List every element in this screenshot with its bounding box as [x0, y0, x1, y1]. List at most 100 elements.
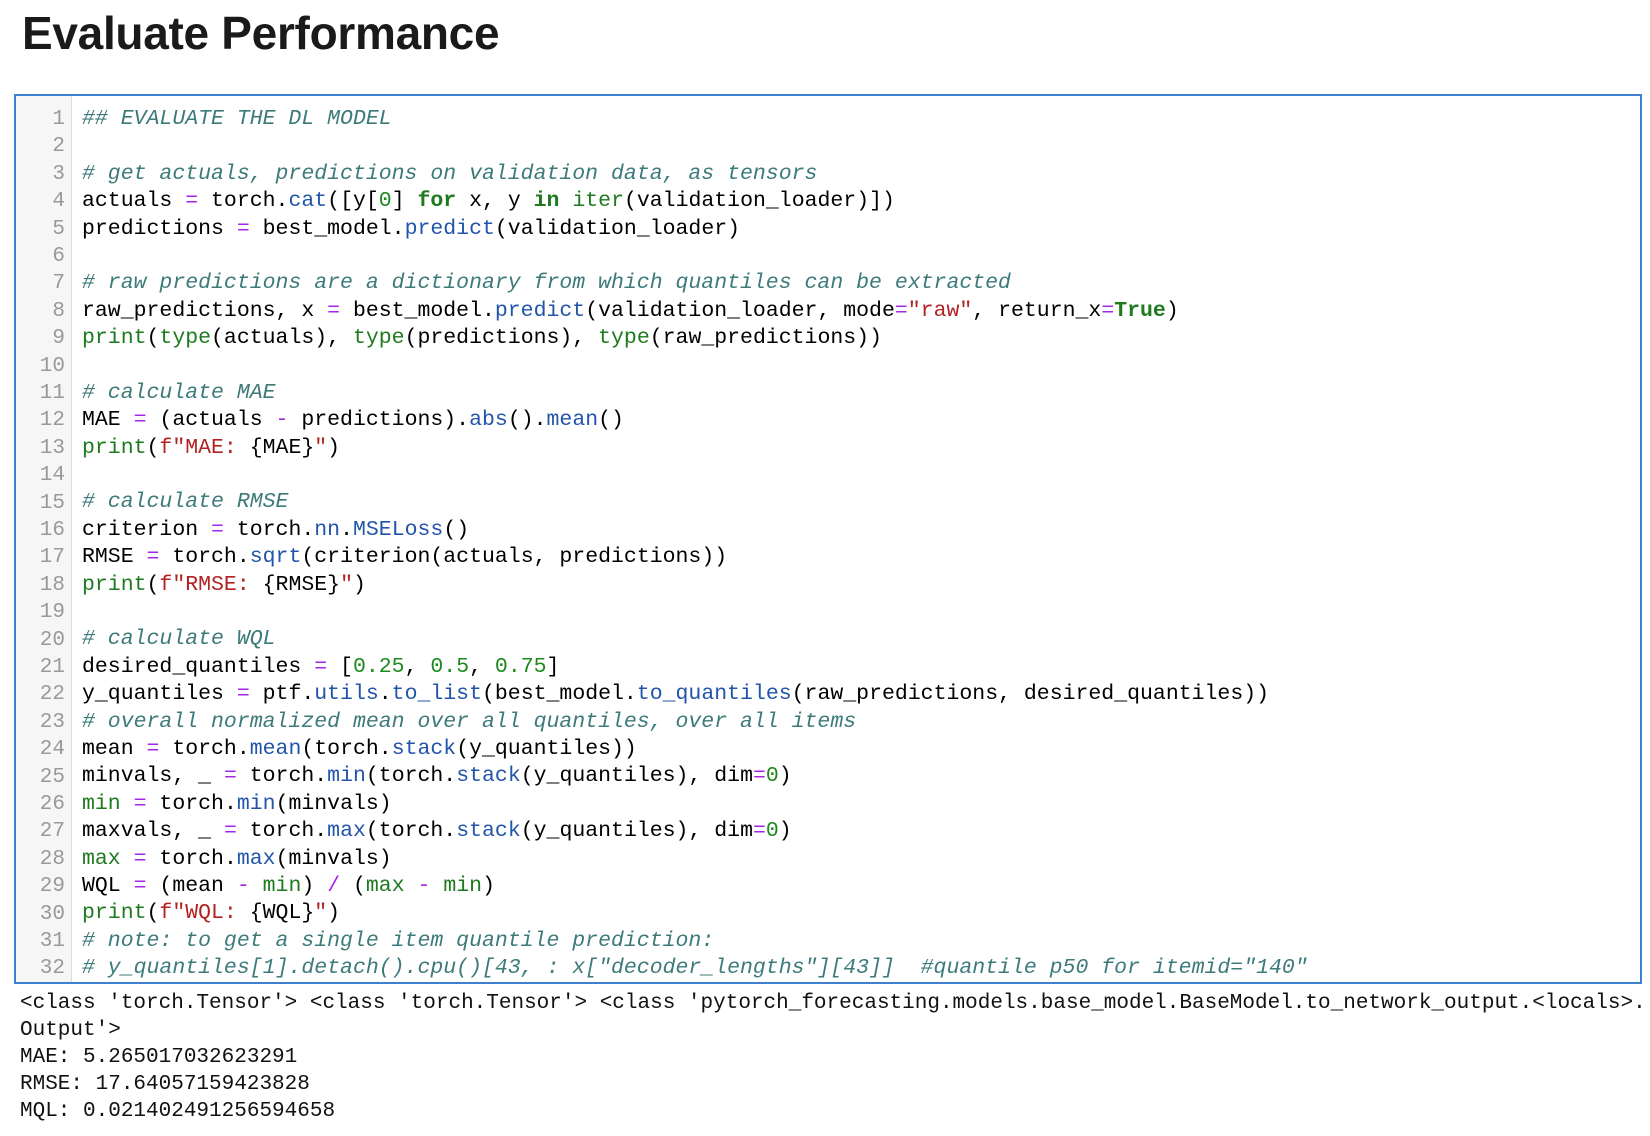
code-token: desired_quantiles: [82, 654, 315, 679]
code-token: min: [236, 791, 276, 816]
code-token: (raw_predictions, desired_quantiles)): [791, 682, 1270, 707]
code-token: ): [327, 901, 341, 926]
code-line: # calculate RMSE: [82, 489, 1630, 516]
code-line: min = torch.min(minvals): [82, 791, 1630, 818]
code-token: (best_model.: [482, 682, 637, 707]
code-token: -: [417, 873, 431, 898]
line-number: 8: [52, 299, 65, 323]
code-line: y_quantiles = ptf.utils.to_list(best_mod…: [82, 681, 1630, 708]
code-token: MAE: [82, 408, 134, 433]
code-token: # get actuals, predictions on validation…: [82, 161, 818, 186]
code-token: stack: [456, 764, 521, 789]
code-line: print(f"MAE: {MAE}"): [82, 435, 1630, 462]
cell-output: <class 'torch.Tensor'> <class 'torch.Ten…: [20, 990, 1646, 1125]
code-token: {WQL}: [249, 901, 315, 926]
code-token: criterion: [82, 517, 212, 542]
code-token: ## EVALUATE THE DL MODEL: [82, 107, 392, 131]
code-token: min: [327, 764, 366, 789]
code-line: # overall normalized mean over all quant…: [82, 709, 1630, 736]
code-line: # note: to get a single item quantile pr…: [82, 928, 1630, 955]
code-token: 0.75: [494, 654, 547, 679]
line-number: 9: [52, 327, 65, 351]
code-token: -: [236, 873, 250, 898]
code-token: ]: [546, 654, 560, 679]
code-token: stack: [391, 736, 457, 761]
code-token: best_model.: [249, 216, 405, 241]
code-line: WQL = (mean - min) / (max - min): [82, 873, 1630, 900]
code-token: ): [778, 764, 792, 789]
code-editor[interactable]: ## EVALUATE THE DL MODEL # get actuals, …: [82, 106, 1630, 983]
code-token: [121, 847, 134, 871]
line-number: 4: [52, 190, 65, 214]
code-token: (: [340, 873, 366, 898]
output-line: Output'>: [20, 1019, 121, 1042]
code-token: mean: [249, 736, 302, 761]
code-token: , return_x: [972, 298, 1102, 323]
line-number: 6: [52, 245, 65, 268]
code-token: {RMSE}: [262, 572, 341, 597]
code-line: # calculate WQL: [82, 626, 1630, 653]
code-token: ): [778, 819, 792, 844]
line-number: 32: [39, 957, 65, 981]
code-line: mean = torch.mean(torch.stack(y_quantile…: [82, 736, 1630, 763]
code-line: max = torch.max(minvals): [82, 846, 1630, 873]
line-number: 29: [39, 875, 65, 899]
code-token: (y_quantiles), dim: [520, 819, 753, 844]
line-number: 21: [39, 656, 65, 679]
code-token: [121, 792, 134, 816]
code-token: =: [236, 216, 250, 241]
code-token: =: [223, 819, 237, 844]
code-token: (raw_predictions)): [649, 326, 882, 351]
code-token: ,: [469, 654, 495, 679]
line-number: 11: [39, 382, 65, 405]
code-token: f"RMSE:: [159, 572, 263, 597]
code-token: (actuals),: [211, 326, 353, 351]
line-number: 15: [39, 491, 65, 515]
line-number: 2: [52, 135, 65, 159]
code-token: [250, 874, 263, 898]
code-token: =: [1101, 298, 1115, 323]
code-token: =: [236, 682, 250, 707]
code-token: max: [327, 819, 366, 844]
code-token: ().: [507, 408, 547, 433]
code-token: (): [598, 408, 624, 433]
code-token: /: [327, 873, 341, 898]
code-token: .: [378, 682, 392, 707]
code-token: # calculate MAE: [82, 380, 276, 405]
code-token: # y_quantiles[1].detach().cpu()[43, : x[…: [82, 956, 1308, 981]
code-token: ]: [391, 189, 418, 214]
code-token: (validation_loader, mode: [585, 298, 895, 323]
line-number: 27: [39, 820, 65, 844]
code-token: torch.: [236, 764, 328, 789]
code-token: mean: [82, 736, 147, 761]
code-line: print(f"WQL: {WQL}"): [82, 900, 1630, 927]
code-line: # y_quantiles[1].detach().cpu()[43, : x[…: [82, 955, 1630, 982]
code-token: (actuals: [146, 408, 276, 433]
code-line: actuals = torch.cat([y[0] for x, y in it…: [82, 188, 1630, 215]
code-line: MAE = (actuals - predictions).abs().mean…: [82, 407, 1630, 434]
code-line: minvals, _ = torch.min(torch.stack(y_qua…: [82, 763, 1630, 790]
code-token: print: [82, 901, 147, 926]
code-line: ## EVALUATE THE DL MODEL: [82, 106, 1630, 133]
code-token: predict: [494, 298, 586, 323]
line-number: 18: [39, 573, 65, 597]
code-line: # get actuals, predictions on validation…: [82, 161, 1630, 188]
code-token: {MAE}: [249, 435, 315, 460]
code-token: ): [301, 873, 328, 898]
output-line: MQL: 0.021402491256594658: [20, 1100, 336, 1123]
code-token: # calculate WQL: [82, 627, 276, 652]
code-token: =: [327, 298, 341, 323]
code-token: (predictions),: [404, 326, 599, 351]
code-token: =: [894, 298, 908, 323]
code-token: "raw": [907, 298, 973, 323]
line-number: 25: [39, 765, 65, 789]
code-token: # raw predictions are a dictionary from …: [82, 271, 1011, 296]
code-token: (minvals): [275, 791, 392, 816]
code-token: iter: [572, 189, 624, 214]
code-token: print: [82, 326, 147, 351]
code-token: print: [82, 435, 147, 460]
code-token: f"WQL:: [159, 901, 250, 926]
code-line: criterion = torch.nn.MSELoss(): [82, 517, 1630, 544]
line-number: 24: [39, 738, 65, 762]
